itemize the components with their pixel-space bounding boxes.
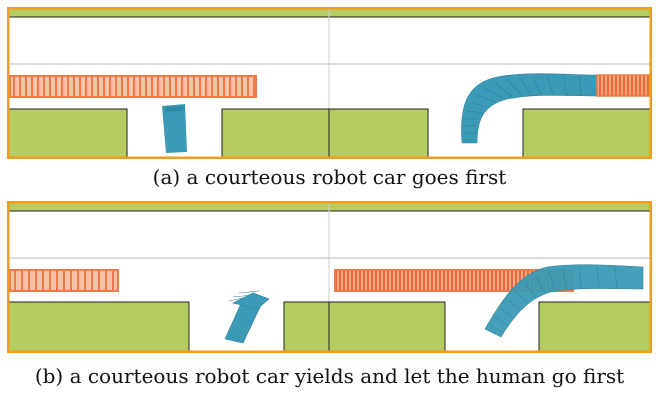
panel-a	[7, 7, 652, 159]
human-car	[596, 74, 650, 97]
grass-block	[283, 301, 330, 353]
grass-block	[538, 301, 652, 353]
panel-b	[7, 201, 652, 353]
grass-block	[7, 108, 128, 159]
grass-block	[328, 108, 429, 159]
caption-a: (a) a courteous robot car goes first	[152, 165, 507, 189]
grass-block	[221, 108, 330, 159]
robot-car-trajectory	[484, 264, 644, 338]
grass-block	[328, 301, 446, 353]
robot-car	[224, 290, 270, 344]
human-car-trajectory	[9, 75, 257, 98]
robot-car	[162, 104, 187, 153]
panel-b-scene	[7, 201, 652, 353]
grass-block	[7, 301, 190, 353]
human-car-trajectory	[9, 269, 119, 292]
robot-car-trajectory	[461, 73, 598, 144]
grass-block	[522, 108, 652, 159]
panel-a-scene	[7, 7, 652, 159]
panel-frame	[7, 201, 652, 353]
panel-frame	[7, 7, 652, 159]
caption-b: (b) a courteous robot car yields and let…	[34, 364, 625, 388]
